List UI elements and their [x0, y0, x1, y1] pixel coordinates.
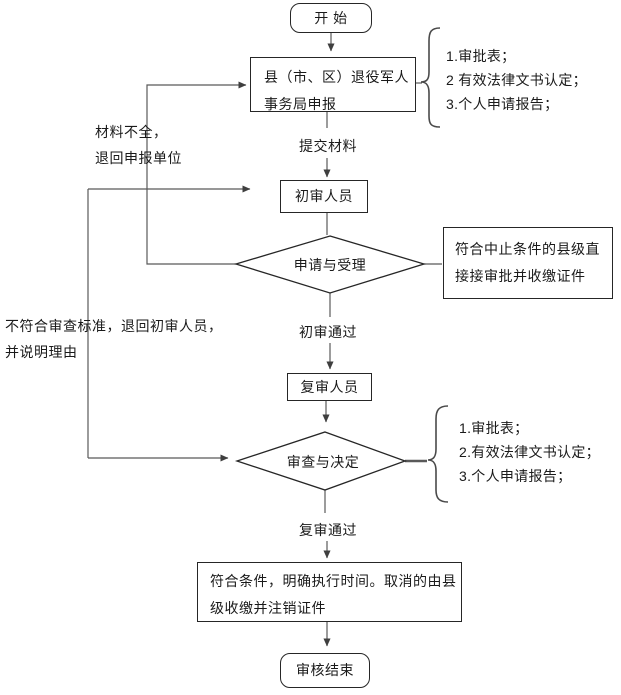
- materials-list-bottom-item2: 2.有效法律文书认定；: [459, 444, 600, 460]
- result-node-line2: 级收缴并注销证件: [210, 600, 326, 616]
- edge-loop-incomplete-materials: [146, 81, 247, 265]
- brace-top-list: [420, 27, 441, 128]
- suspend-node-line2: 接接审批并收缴证件: [455, 268, 586, 284]
- apply-accept-label: 申请与受理: [293, 257, 367, 273]
- end-node-label: 审核结束: [296, 662, 354, 678]
- declare-node-line2: 事务局申报: [264, 96, 337, 112]
- submit-materials-label: 提交材料: [297, 136, 359, 156]
- suspend-node-line1: 符合中止条件的县级直: [455, 241, 600, 257]
- declare-node: 县（市、区）退役军人 事务局申报: [250, 57, 416, 112]
- declare-node-line1: 县（市、区）退役军人: [264, 69, 409, 85]
- result-node-line1: 符合条件，明确执行时间。取消的由县: [210, 573, 457, 589]
- materials-list-bottom-item1: 1.审批表；: [459, 420, 529, 436]
- result-node: 符合条件，明确执行时间。取消的由县 级收缴并注销证件: [197, 562, 462, 622]
- materials-list-top-item1: 1.审批表；: [446, 48, 516, 64]
- review-decide-diamond: [234, 431, 407, 491]
- second-review-node-label: 复审人员: [300, 378, 359, 395]
- suspend-node: 符合中止条件的县级直 接接审批并收缴证件: [443, 227, 613, 299]
- materials-list-bottom: 1.审批表； 2.有效法律文书认定； 3.个人申请报告；: [459, 416, 600, 488]
- note-not-meet-standard-line1: 不符合审查标准，退回初审人员，: [5, 318, 223, 334]
- note-not-meet-standard: 不符合审查标准，退回初审人员， 并说明理由: [5, 313, 223, 365]
- note-incomplete-materials-line1: 材料不全，: [95, 124, 168, 140]
- brace-bottom-list: [427, 405, 449, 503]
- note-not-meet-standard-line2: 并说明理由: [5, 344, 78, 360]
- start-node-label: 开 始: [314, 9, 348, 26]
- end-node: 审核结束: [280, 653, 370, 688]
- review-decide-label: 审查与决定: [286, 454, 360, 470]
- start-node: 开 始: [290, 3, 372, 33]
- materials-list-top-item2: 2 有效法律文书认定；: [446, 72, 587, 88]
- materials-list-top-item3: 3.个人申请报告；: [446, 96, 559, 112]
- materials-list-top: 1.审批表； 2 有效法律文书认定； 3.个人申请报告；: [446, 44, 587, 116]
- note-incomplete-materials: 材料不全， 退回申报单位: [95, 119, 182, 171]
- first-review-node-label: 初审人员: [295, 188, 353, 204]
- first-review-node: 初审人员: [280, 180, 368, 213]
- second-review-node: 复审人员: [287, 373, 372, 401]
- first-pass-label: 初审通过: [297, 322, 359, 342]
- apply-accept-diamond: [233, 235, 427, 294]
- materials-list-bottom-item3: 3.个人申请报告；: [459, 468, 572, 484]
- second-pass-label: 复审通过: [297, 520, 359, 540]
- note-incomplete-materials-line2: 退回申报单位: [95, 150, 182, 166]
